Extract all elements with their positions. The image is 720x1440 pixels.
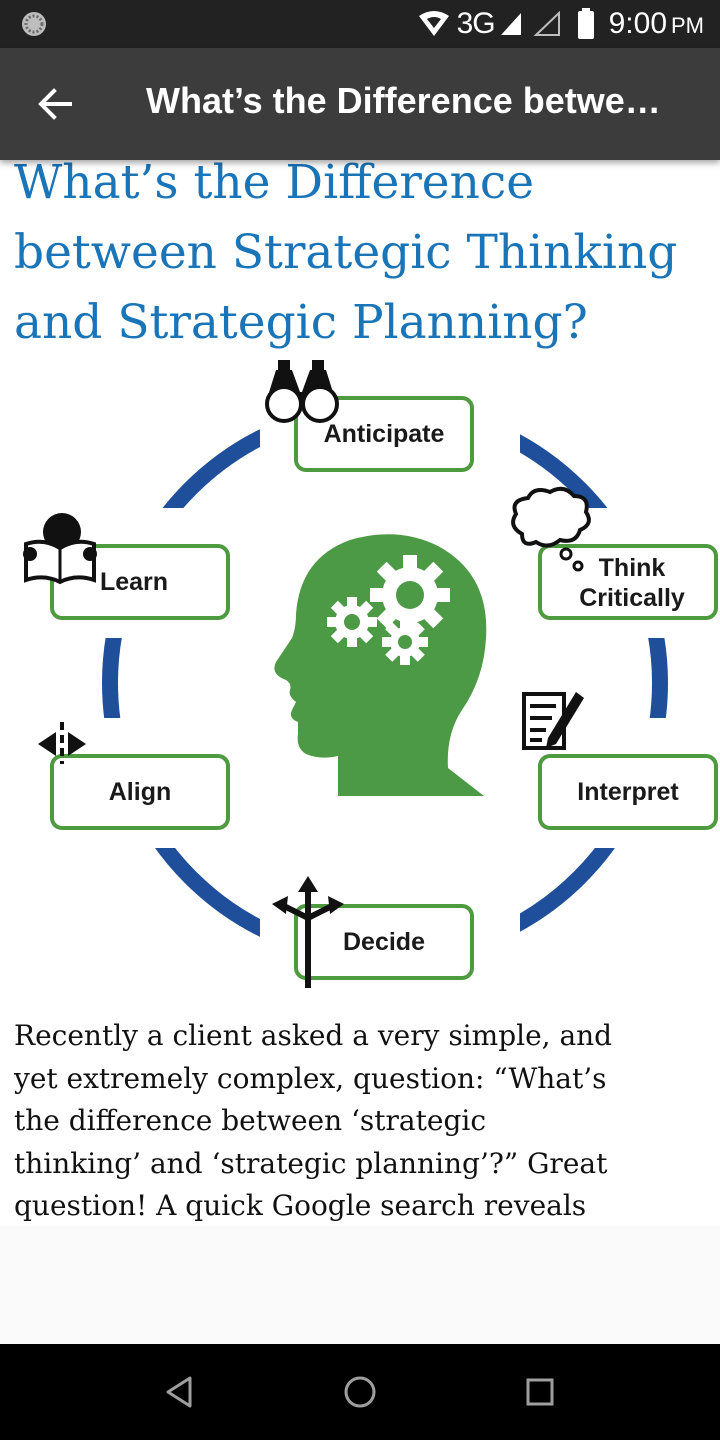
clock-time: 9:00 (608, 7, 667, 40)
binoculars-icon (265, 360, 339, 423)
label-critically: Critically (579, 584, 685, 612)
thought-bubble-icon (511, 486, 591, 572)
clock-ampm: PM (671, 13, 704, 38)
decide-box (294, 904, 474, 980)
battery-icon (577, 8, 594, 39)
article-title: What’s the Difference between Strategic … (14, 160, 678, 350)
checklist-pen-icon (522, 692, 584, 750)
article-body: Recently a client asked a very simple, a… (14, 1019, 613, 1222)
wifi-icon (418, 11, 449, 36)
signal-empty-icon (533, 11, 560, 36)
back-triangle-icon[interactable] (160, 1372, 200, 1412)
strategic-thinking-figure: Anticipate Think Critically Interpret De… (10, 360, 720, 988)
navigation-bar (0, 1344, 720, 1440)
app-bar: What’s the Difference betwe… (0, 48, 720, 160)
anticipate-box (294, 396, 474, 472)
label-interpret: Interpret (577, 778, 679, 806)
arrow-back-icon[interactable] (26, 74, 86, 134)
label-learn: Learn (100, 568, 168, 596)
interpret-box (538, 754, 718, 830)
app-bar-title: What’s the Difference betwe… (146, 80, 661, 121)
signal-icon (500, 13, 521, 35)
recents-square-icon[interactable] (520, 1372, 560, 1412)
align-box (50, 754, 230, 830)
network-type: 3G (456, 7, 496, 40)
think-critically-box (538, 544, 718, 620)
home-circle-icon[interactable] (340, 1372, 380, 1412)
head-gears-icon (274, 534, 487, 796)
article-content: What’s the Difference between Strategic … (0, 160, 720, 1226)
label-decide: Decide (343, 928, 425, 956)
label-align: Align (109, 778, 172, 806)
book-reader-icon (23, 513, 97, 585)
label-think: Think (599, 554, 666, 582)
arrows-crossroad-icon (272, 876, 344, 988)
empty-area (0, 1226, 720, 1344)
loading-icon (22, 12, 46, 36)
label-anticipate: Anticipate (324, 420, 445, 448)
align-arrows-icon (38, 722, 86, 764)
